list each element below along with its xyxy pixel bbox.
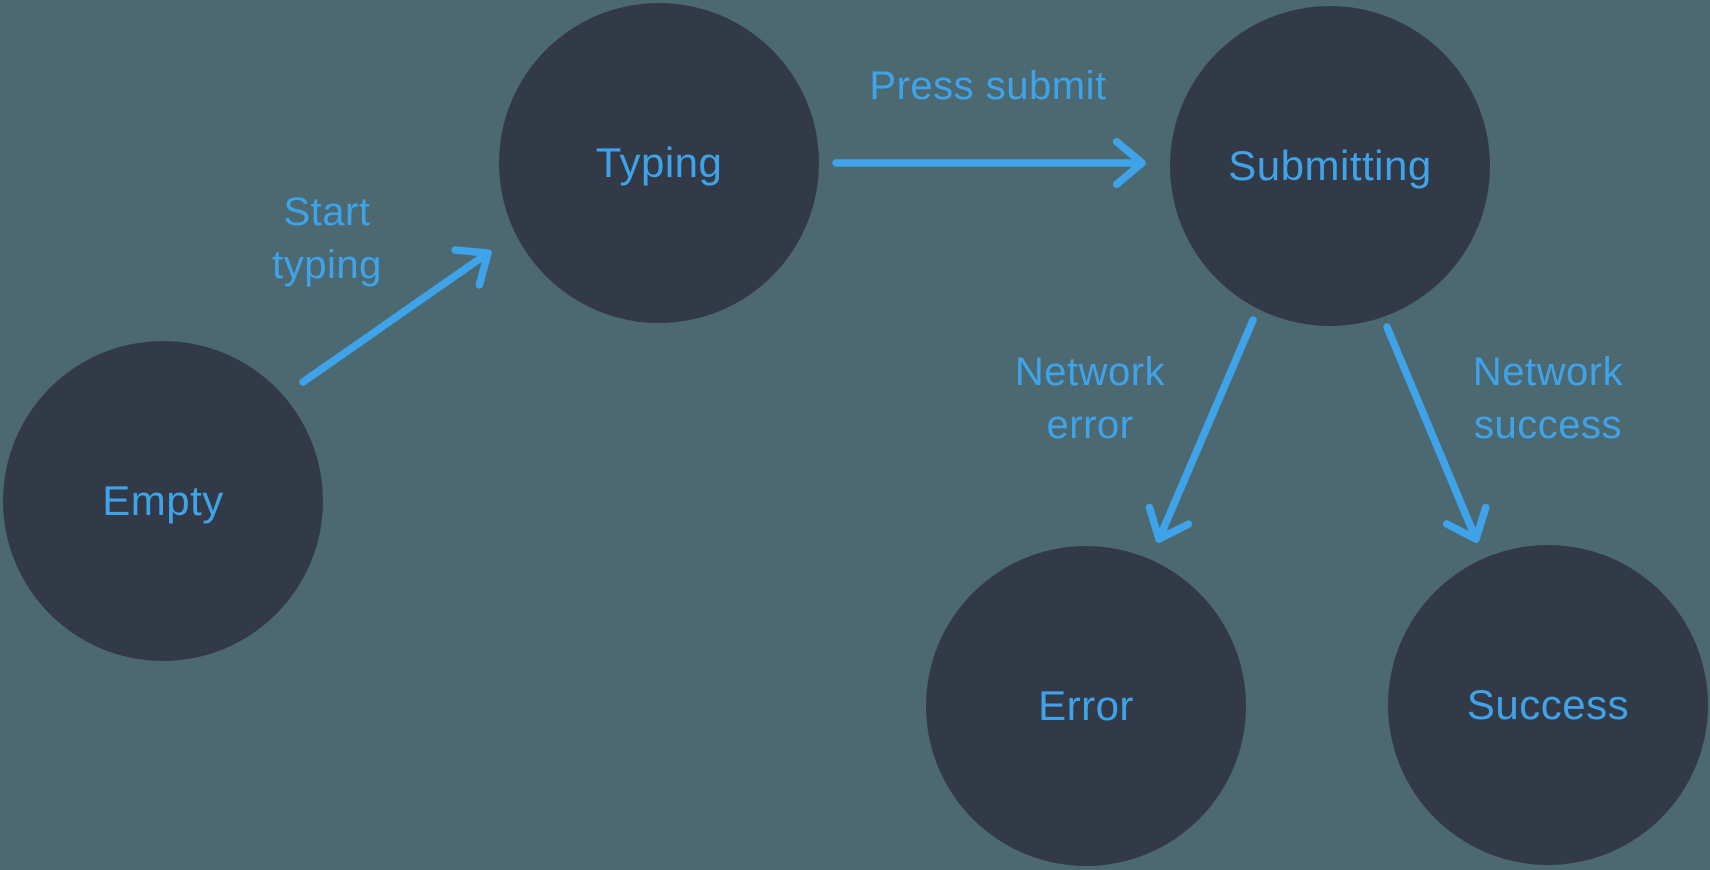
- transition-arrow-network-error: [1145, 316, 1257, 543]
- state-label-error: Error: [1038, 682, 1134, 729]
- state-label-submitting: Submitting: [1228, 142, 1432, 189]
- transition-label-press-submit: Press submit: [869, 64, 1107, 108]
- transition-label-network-error: Network error: [1014, 350, 1166, 447]
- state-label-success: Success: [1466, 681, 1630, 728]
- state-label-empty: Empty: [102, 477, 224, 524]
- state-node-error: Error: [926, 546, 1246, 866]
- state-node-typing: Typing: [499, 3, 819, 323]
- transition-arrow-press-submit: [832, 138, 1146, 188]
- transition-label-start-typing: Start typing: [272, 190, 382, 287]
- state-node-empty: Empty: [3, 341, 323, 661]
- transition-arrow-start-typing: [299, 246, 492, 386]
- transition-label-network-success: Network success: [1472, 350, 1624, 447]
- state-node-success: Success: [1388, 545, 1708, 865]
- transition-arrow-network-success: [1383, 323, 1490, 543]
- state-node-submitting: Submitting: [1170, 6, 1490, 326]
- state-label-typing: Typing: [595, 139, 723, 186]
